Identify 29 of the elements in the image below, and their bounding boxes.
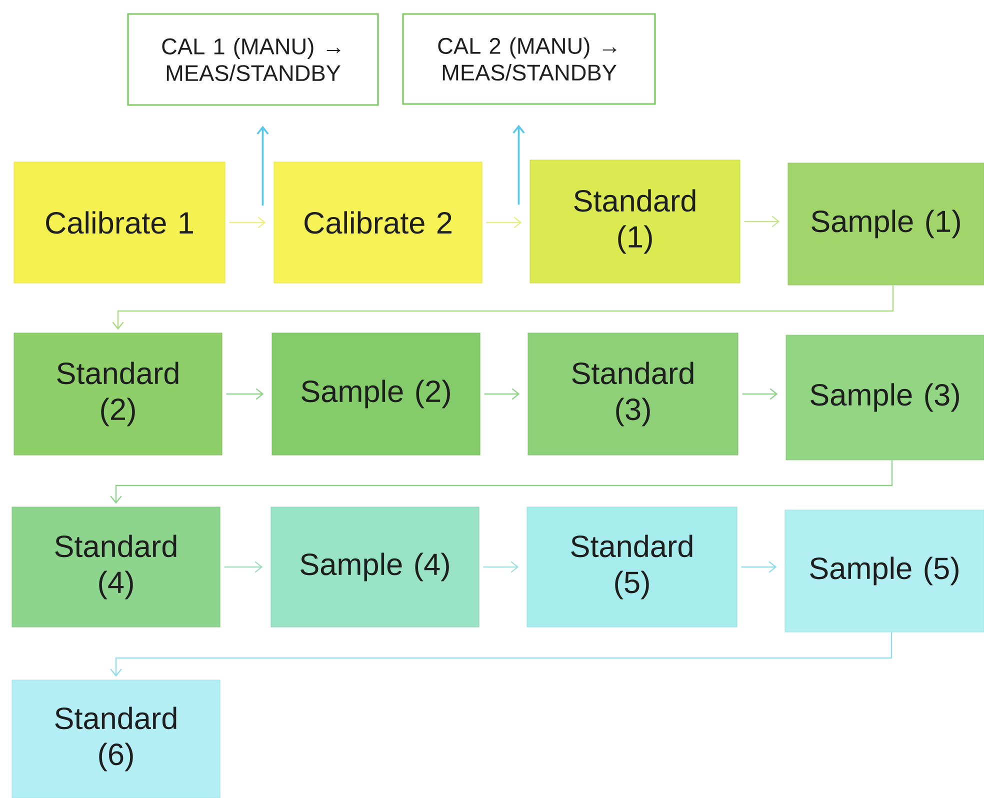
arrow — [742, 388, 778, 400]
arrow — [229, 216, 266, 228]
process-box: Sample (2) — [272, 332, 480, 456]
arrow — [741, 561, 777, 573]
process-box: Standard (3) — [528, 332, 738, 456]
process-box: Calibrate 1 — [14, 162, 226, 284]
arrow — [226, 388, 264, 400]
process-box: Standard (1) — [530, 160, 740, 284]
arrow — [256, 126, 269, 206]
process-box: Calibrate 2 — [274, 162, 482, 284]
arrow — [486, 216, 522, 228]
process-box: Standard (2) — [14, 332, 222, 456]
process-box: Standard (5) — [526, 506, 738, 628]
arrow — [224, 561, 263, 573]
arrow — [110, 632, 892, 677]
process-box: Sample (3) — [786, 334, 984, 460]
process-box: Sample (5) — [784, 510, 984, 632]
arrow — [484, 388, 520, 400]
process-box: Standard (6) — [12, 680, 220, 798]
state-box: CAL 1 (MANU) → MEAS/STANDBY — [127, 13, 379, 106]
arrow — [483, 561, 519, 573]
arrow — [744, 216, 780, 228]
state-box: CAL 2 (MANU) → MEAS/STANDBY — [402, 13, 656, 105]
process-box: Sample (1) — [788, 162, 984, 286]
arrow — [512, 124, 525, 204]
process-box: Standard (4) — [12, 506, 220, 628]
arrow — [112, 285, 894, 330]
arrow — [110, 460, 893, 504]
process-box: Sample (4) — [270, 506, 480, 628]
